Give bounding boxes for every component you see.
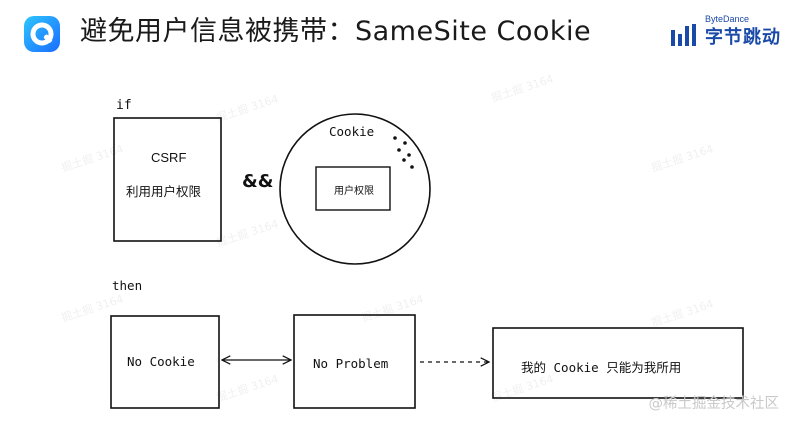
if-label: if <box>116 98 132 113</box>
page-title: 避免用户信息被携带：SameSite Cookie <box>80 16 592 47</box>
csrf-label: CSRF <box>151 150 187 165</box>
no-cookie-box <box>110 315 220 409</box>
no-cookie-label: No Cookie <box>127 354 195 369</box>
brand-name-en: ByteDance <box>705 14 750 24</box>
cookie-crumbs <box>393 136 414 169</box>
result-box <box>492 327 744 399</box>
no-problem-label: No Problem <box>313 356 389 371</box>
and-operator: && <box>242 171 274 192</box>
result-label: 我的 Cookie 只能为我所用 <box>521 360 682 375</box>
cookie-label: Cookie <box>329 124 375 139</box>
brand-name-cn: 字节跳动 <box>705 27 781 48</box>
footer-credit: @稀土掘金技术社区 <box>648 396 780 412</box>
then-label: then <box>112 278 143 293</box>
user-permission-box <box>315 166 391 211</box>
csrf-box <box>113 117 222 242</box>
csrf-sublabel: 利用用户权限 <box>126 184 202 199</box>
bytedance-logo-icon <box>671 24 696 46</box>
cookie-circle <box>279 113 431 265</box>
brand-logo-icon <box>24 16 60 52</box>
no-problem-box <box>293 314 416 409</box>
user-permission-label: 用户权限 <box>334 186 374 197</box>
